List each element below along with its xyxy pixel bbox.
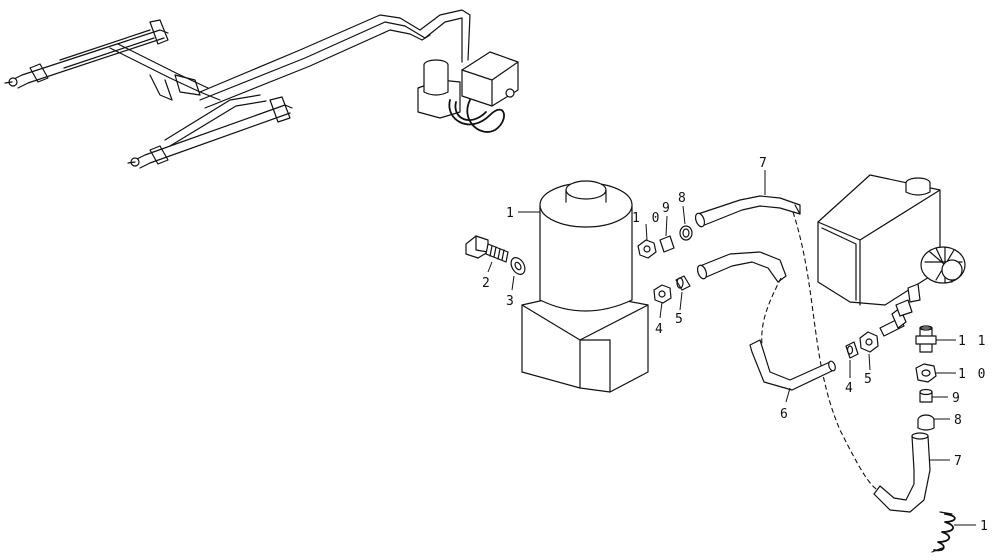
- label-8-left: 8: [678, 191, 688, 206]
- label-7-bottom: 7: [954, 454, 964, 469]
- dashed-connection-6: [761, 277, 782, 346]
- t-fitting: [879, 299, 913, 337]
- label-12: 1 2: [980, 519, 1000, 534]
- label-10-right: 1 0: [958, 367, 987, 382]
- label-6: 6: [780, 407, 790, 422]
- label-4-left: 4: [655, 322, 665, 337]
- label-7-top: 7: [759, 156, 769, 171]
- part-9-sleeve: [919, 388, 933, 403]
- hose-7-upper: [694, 195, 801, 228]
- fittings-top-left: [637, 225, 693, 259]
- hose-7-lower: [873, 432, 931, 513]
- label-8-right: 8: [954, 413, 964, 428]
- dashed-connection-7: [792, 211, 879, 491]
- part-3-washer: [510, 257, 526, 275]
- label-9-right: 9: [952, 391, 962, 406]
- part-11-nipple: [915, 325, 937, 353]
- label-5-right: 5: [864, 372, 874, 387]
- valve-block: [417, 51, 519, 133]
- part-10-nut: [915, 363, 937, 383]
- label-9-left: 9: [662, 201, 672, 216]
- steering-cylinder-assembly: [4, 9, 471, 169]
- hose-6-lower: [749, 339, 836, 391]
- part-8-cap: [917, 414, 935, 431]
- callout-labels: 1 2 3 4 5 1 0 9 8 7 6 4 5 1 1 1 0 9 8 7 …: [482, 156, 1000, 534]
- label-10-left: 1 0: [632, 211, 661, 226]
- label-11: 1 1: [958, 334, 987, 349]
- part-2-bolt: [465, 235, 509, 263]
- fittings-mid-right: [845, 331, 879, 359]
- label-4-right: 4: [845, 381, 855, 396]
- fittings-mid-left: [653, 275, 691, 304]
- hydraulic-tank: [817, 174, 966, 306]
- part-12-spring-hose: [931, 511, 956, 553]
- part-1-reservoir-motor: [521, 180, 649, 393]
- leader-lines: [487, 170, 976, 526]
- label-1: 1: [506, 206, 516, 221]
- hose-6-upper: [696, 251, 787, 283]
- label-5-left: 5: [675, 312, 685, 327]
- label-3: 3: [506, 294, 516, 309]
- label-2: 2: [482, 276, 492, 291]
